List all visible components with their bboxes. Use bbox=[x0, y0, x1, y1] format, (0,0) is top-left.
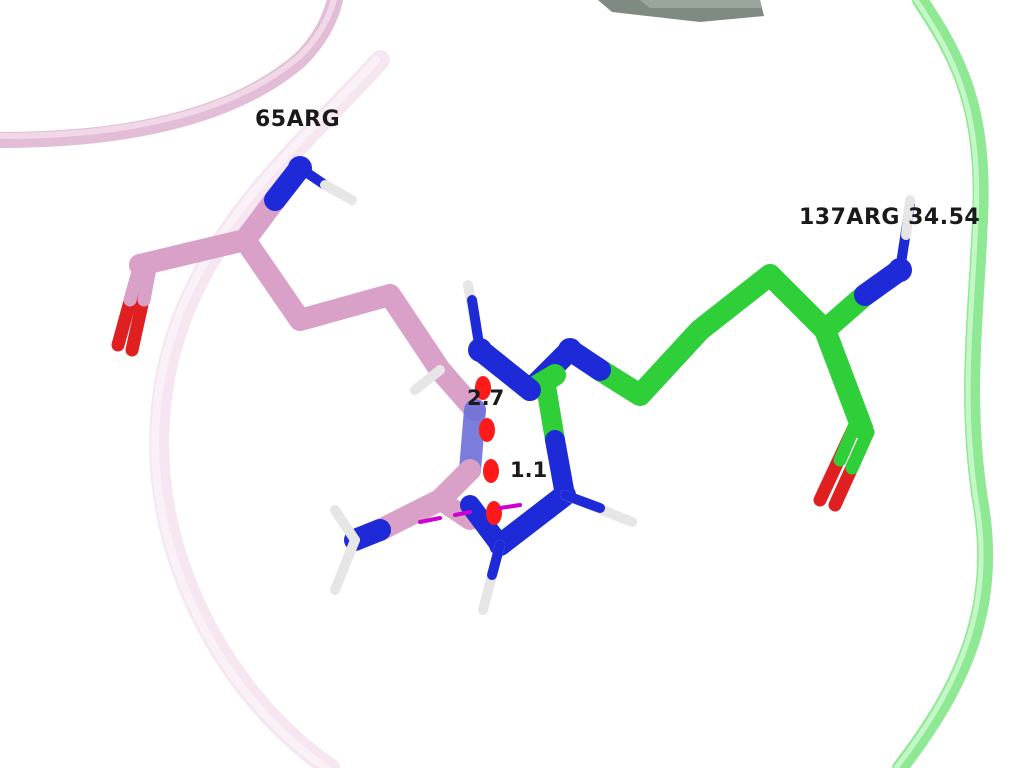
gray-sheet-fragment bbox=[598, 0, 764, 22]
atom-caps bbox=[129, 156, 912, 439]
residue-label-137arg: 137ARG 34.54 bbox=[799, 205, 981, 230]
distance-label-2: 1.1 bbox=[510, 458, 548, 482]
distance-markers bbox=[418, 376, 522, 525]
chain-a-ribbon bbox=[0, 0, 390, 768]
chain-b-ribbon bbox=[892, 0, 994, 768]
distance-label-1: 2.7 bbox=[467, 386, 505, 410]
residue-label-65arg: 65ARG bbox=[255, 107, 341, 132]
residue-137arg-sticks bbox=[460, 195, 915, 615]
